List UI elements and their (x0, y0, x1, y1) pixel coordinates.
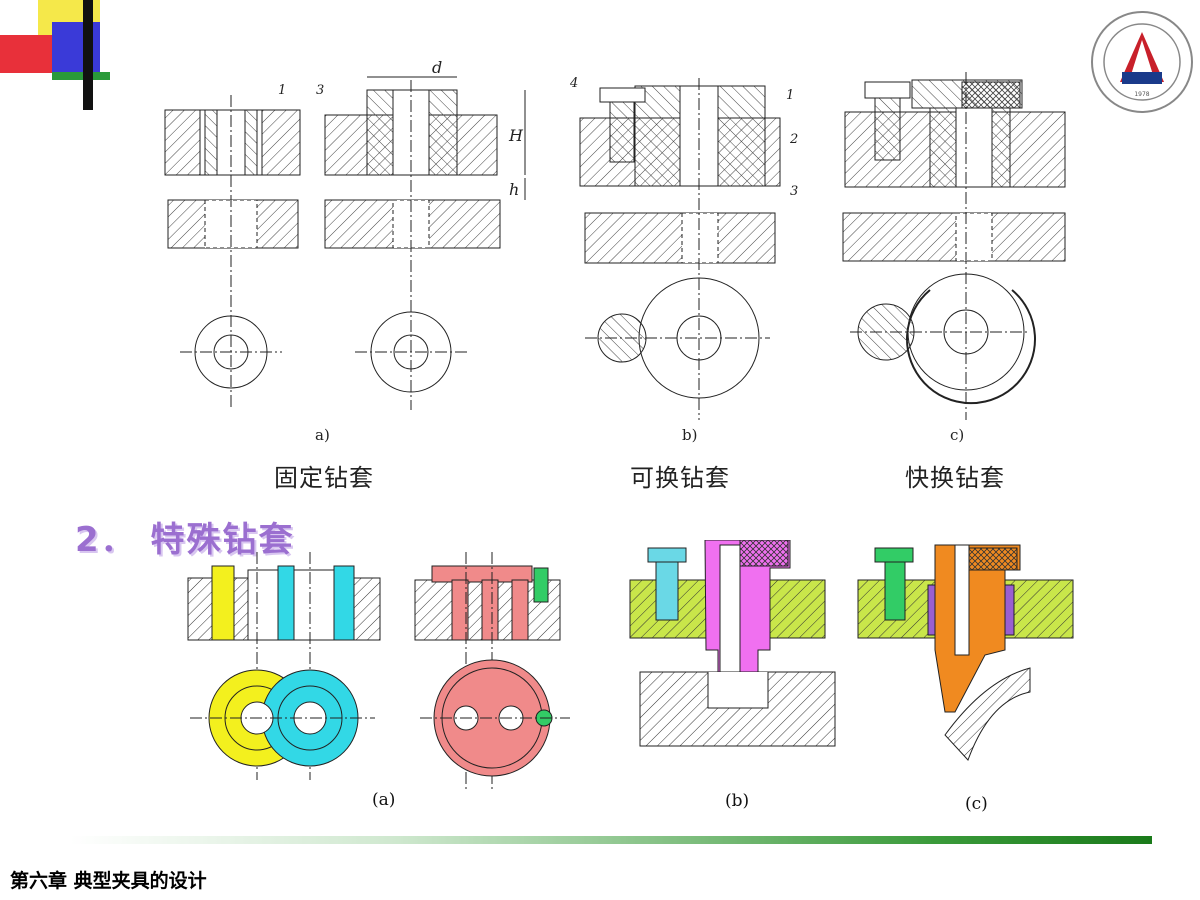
corner-vertical-bar (83, 0, 93, 110)
fig-bottom-a-double-bushing (187, 552, 381, 780)
part-number-a3: 3 (316, 83, 325, 98)
bottom-label-b: (b) (725, 791, 750, 811)
part-number-b4: 4 (570, 76, 579, 91)
caption-fixed-bushing: 固定钻套 (274, 464, 374, 492)
dimension-label-H: H (509, 126, 523, 145)
fig-bottom-a-multi-hole-bushing (414, 552, 570, 790)
corner-decoration (0, 0, 115, 110)
fig-b-removable-bushing (579, 78, 781, 420)
part-number-b1: 1 (786, 88, 795, 103)
footer-divider (70, 836, 1152, 844)
subfigure-label-a: a) (315, 426, 330, 444)
section-heading: 2． 特殊钻套 (75, 520, 295, 560)
part-number-b2: 2 (790, 132, 799, 147)
fig-bottom-c-angled-bushing (857, 544, 1074, 761)
bottom-label-c: (c) (965, 794, 988, 814)
corner-green-bar (52, 72, 110, 80)
caption-removable-bushing: 可换钻套 (630, 464, 730, 492)
caption-quick-change-bushing: 快换钻套 (905, 464, 1005, 492)
fig-a-fixed-bushing-right (324, 76, 526, 410)
part-number-a1: 1 (278, 83, 287, 98)
bottom-label-a: (a) (372, 790, 396, 810)
special-bushing-figure (187, 540, 1074, 790)
drill-bushing-types-figure (164, 72, 1066, 420)
svg-text:1978: 1978 (1134, 91, 1149, 98)
dimension-label-d: d (432, 58, 443, 77)
part-number-b3: 3 (790, 184, 799, 199)
fig-bottom-b-extended-bushing (629, 540, 836, 747)
university-logo: 1978 (1090, 10, 1195, 115)
corner-red-block (0, 35, 55, 73)
subfigure-label-c: c) (950, 426, 965, 444)
dimension-label-h: h (509, 180, 520, 199)
fig-c-quick-change-bushing (842, 72, 1066, 420)
subfigure-label-b: b) (682, 426, 698, 444)
footer-chapter-title: 第六章 典型夹具的设计 (10, 870, 207, 892)
fig-a-fixed-bushing-left (164, 95, 301, 410)
